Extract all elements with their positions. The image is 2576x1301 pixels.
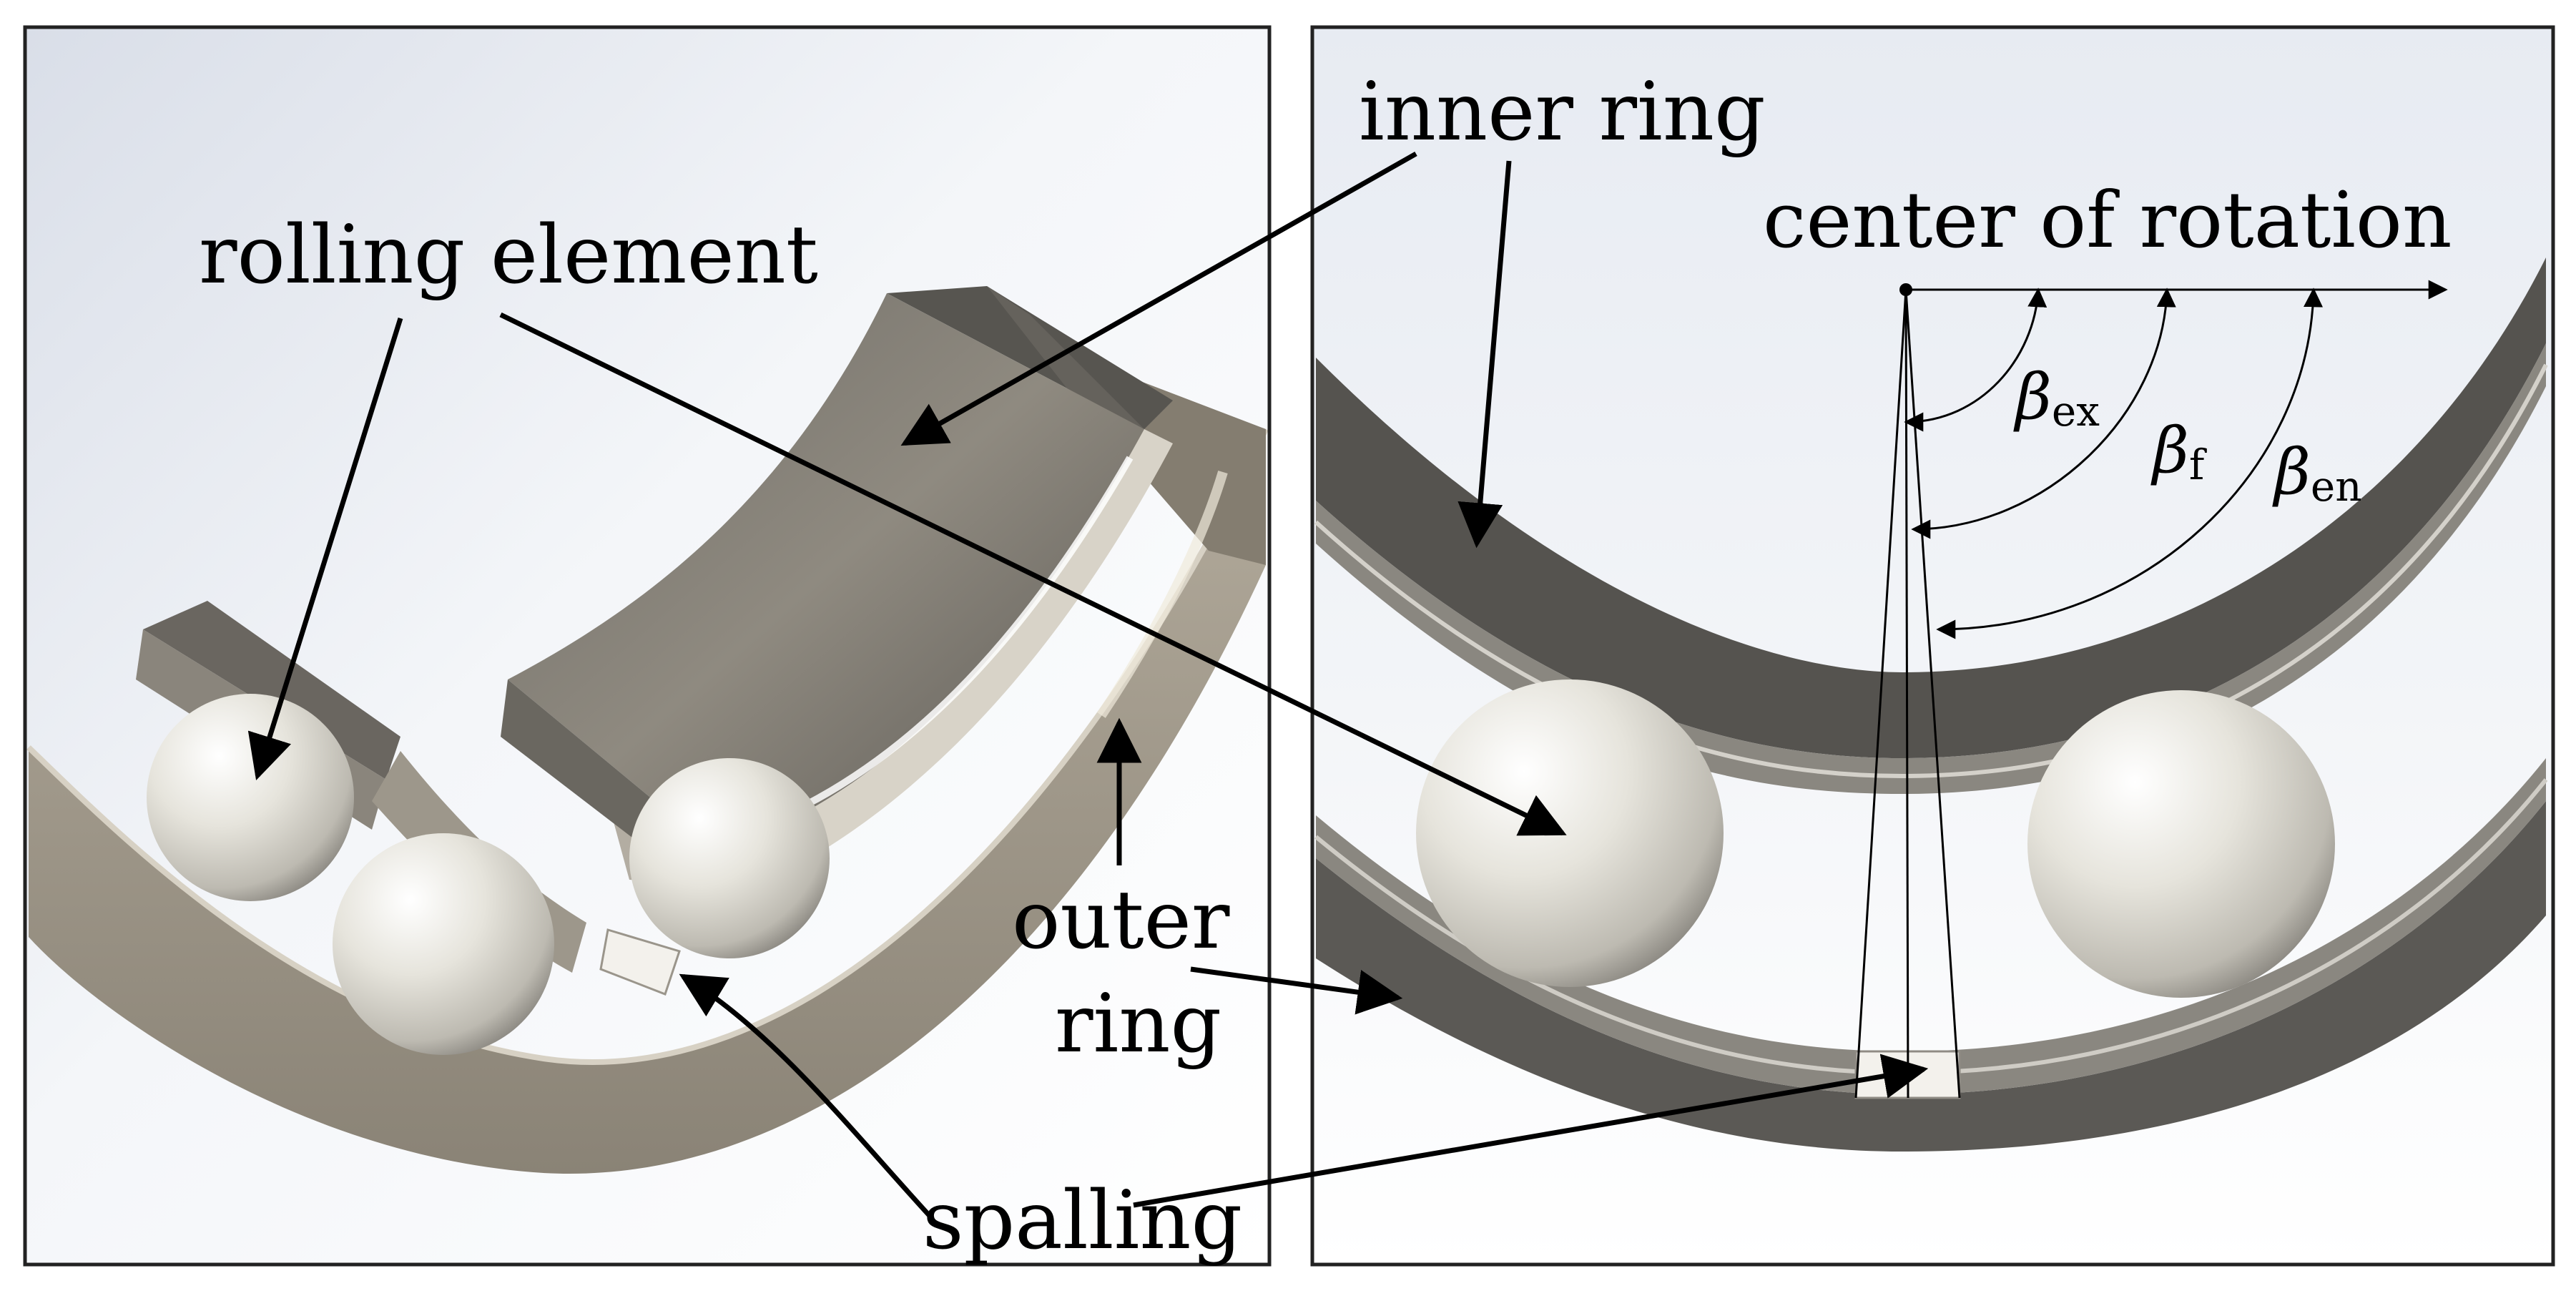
- arrow-spalling-left: [679, 973, 932, 1218]
- ball-right-2: [2027, 690, 2335, 998]
- label-beta-ex: βex: [2013, 360, 2100, 436]
- ball-left-1: [147, 694, 354, 901]
- label-spalling: spalling: [923, 1174, 1242, 1267]
- right-panel: βex βf βen: [1312, 27, 2553, 1265]
- label-beta-en: βen: [2272, 435, 2362, 511]
- right-panel-border: [1310, 25, 2555, 1267]
- arc-beta-en: [1936, 288, 2323, 639]
- leader-arrows: [247, 151, 1929, 1218]
- arrow-inner-ring-right: [1457, 160, 1512, 549]
- arrow-inner-ring-left: [900, 151, 1417, 446]
- label-beta-f: βf: [2150, 413, 2207, 489]
- ray-entry: [1854, 289, 1907, 1099]
- label-rolling-element: rolling element: [199, 209, 818, 302]
- label-center-of-rotation: center of rotation: [1763, 176, 2452, 265]
- arrow-outer-ring-right: [1190, 966, 1403, 1015]
- ball-left-2: [333, 833, 554, 1055]
- label-outer-ring-line2: ring: [1055, 978, 1221, 1071]
- arrow-spalling-right: [1133, 1054, 1929, 1208]
- spalling-mark-left: [599, 928, 681, 996]
- label-outer-ring-line1: outer: [1012, 874, 1230, 967]
- ball-right-1: [1416, 679, 1724, 987]
- arrow-rolling-element-left: [247, 317, 403, 781]
- left-panel: [25, 27, 1269, 1265]
- label-inner-ring: inner ring: [1359, 66, 1766, 159]
- arrow-rolling-element-right: [499, 312, 1567, 836]
- ball-left-3: [629, 758, 830, 958]
- left-panel-border: [23, 25, 1272, 1267]
